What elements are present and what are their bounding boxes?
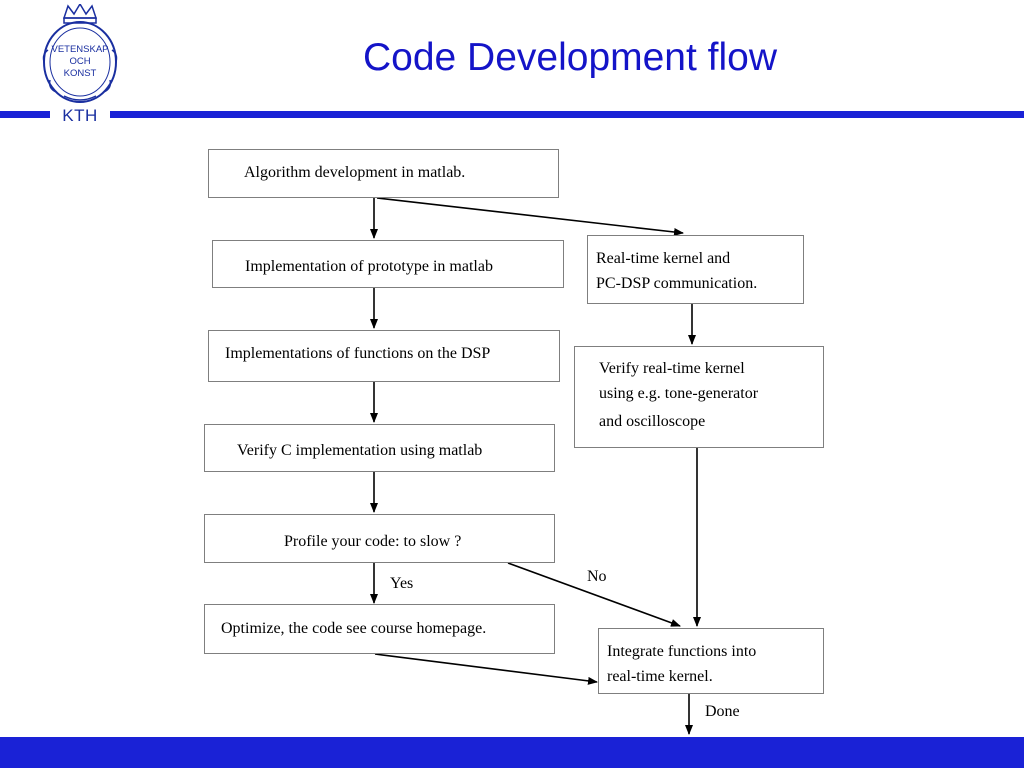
box-profile-code: Profile your code: to slow ?	[204, 514, 555, 563]
box-verify-c-text: Verify C implementation using matlab	[237, 442, 483, 459]
title-rule-left	[0, 111, 50, 118]
arrow-optimize-to-integrate	[374, 653, 598, 685]
box-optimize-code: Optimize, the code see course homepage.	[204, 604, 555, 654]
box-verify-kernel-line-3: and oscilloscope	[599, 413, 706, 430]
box-realtime-kernel-line-2: PC-DSP communication.	[596, 275, 758, 292]
box-integrate-functions: Integrate functions into real-time kerne…	[598, 628, 824, 694]
edge-label-yes: Yes	[390, 575, 414, 592]
edge-label-done: Done	[705, 703, 740, 720]
box-realtime-kernel-line-1: Real-time kernel and	[596, 250, 731, 267]
kth-logo: VETENSKAP OCH KONST KTH	[30, 2, 130, 128]
title-rule-right	[110, 111, 1024, 118]
kth-crest-icon: VETENSKAP OCH KONST	[42, 2, 118, 103]
box-algorithm-development: Algorithm development in matlab.	[208, 149, 559, 198]
box-realtime-kernel: Real-time kernel and PC-DSP communicatio…	[587, 235, 804, 304]
slide-title: Code Development flow	[362, 36, 778, 79]
logo-line-3: KONST	[64, 68, 97, 79]
box-verify-kernel-line-2: using e.g. tone-generator	[599, 385, 759, 402]
box-optimize-code-text: Optimize, the code see course homepage.	[221, 620, 487, 637]
box-profile-code-text: Profile your code: to slow ?	[284, 533, 462, 550]
box-prototype-matlab: Implementation of prototype in matlab	[212, 240, 564, 288]
edge-label-no: No	[587, 568, 607, 585]
box-prototype-matlab-text: Implementation of prototype in matlab	[245, 258, 493, 275]
logo-line-1: VETENSKAP	[51, 44, 108, 55]
box-algorithm-development-text: Algorithm development in matlab.	[244, 164, 466, 181]
box-integrate-functions-line-2: real-time kernel.	[607, 668, 713, 685]
box-verify-kernel-line-1: Verify real-time kernel	[599, 360, 745, 377]
arrow-profile-to-integrate-no	[507, 562, 681, 627]
box-verify-kernel: Verify real-time kernel using e.g. tone-…	[574, 346, 824, 448]
box-functions-dsp-text: Implementations of functions on the DSP	[225, 345, 491, 362]
footer-bar	[0, 737, 1024, 768]
logo-line-2: OCH	[69, 56, 90, 67]
box-verify-c: Verify C implementation using matlab	[204, 424, 555, 472]
box-integrate-functions-line-1: Integrate functions into	[607, 643, 757, 660]
box-functions-dsp: Implementations of functions on the DSP	[208, 330, 560, 382]
arrow-algorithm-to-kernel	[376, 197, 684, 236]
logo-label: KTH	[62, 106, 98, 125]
